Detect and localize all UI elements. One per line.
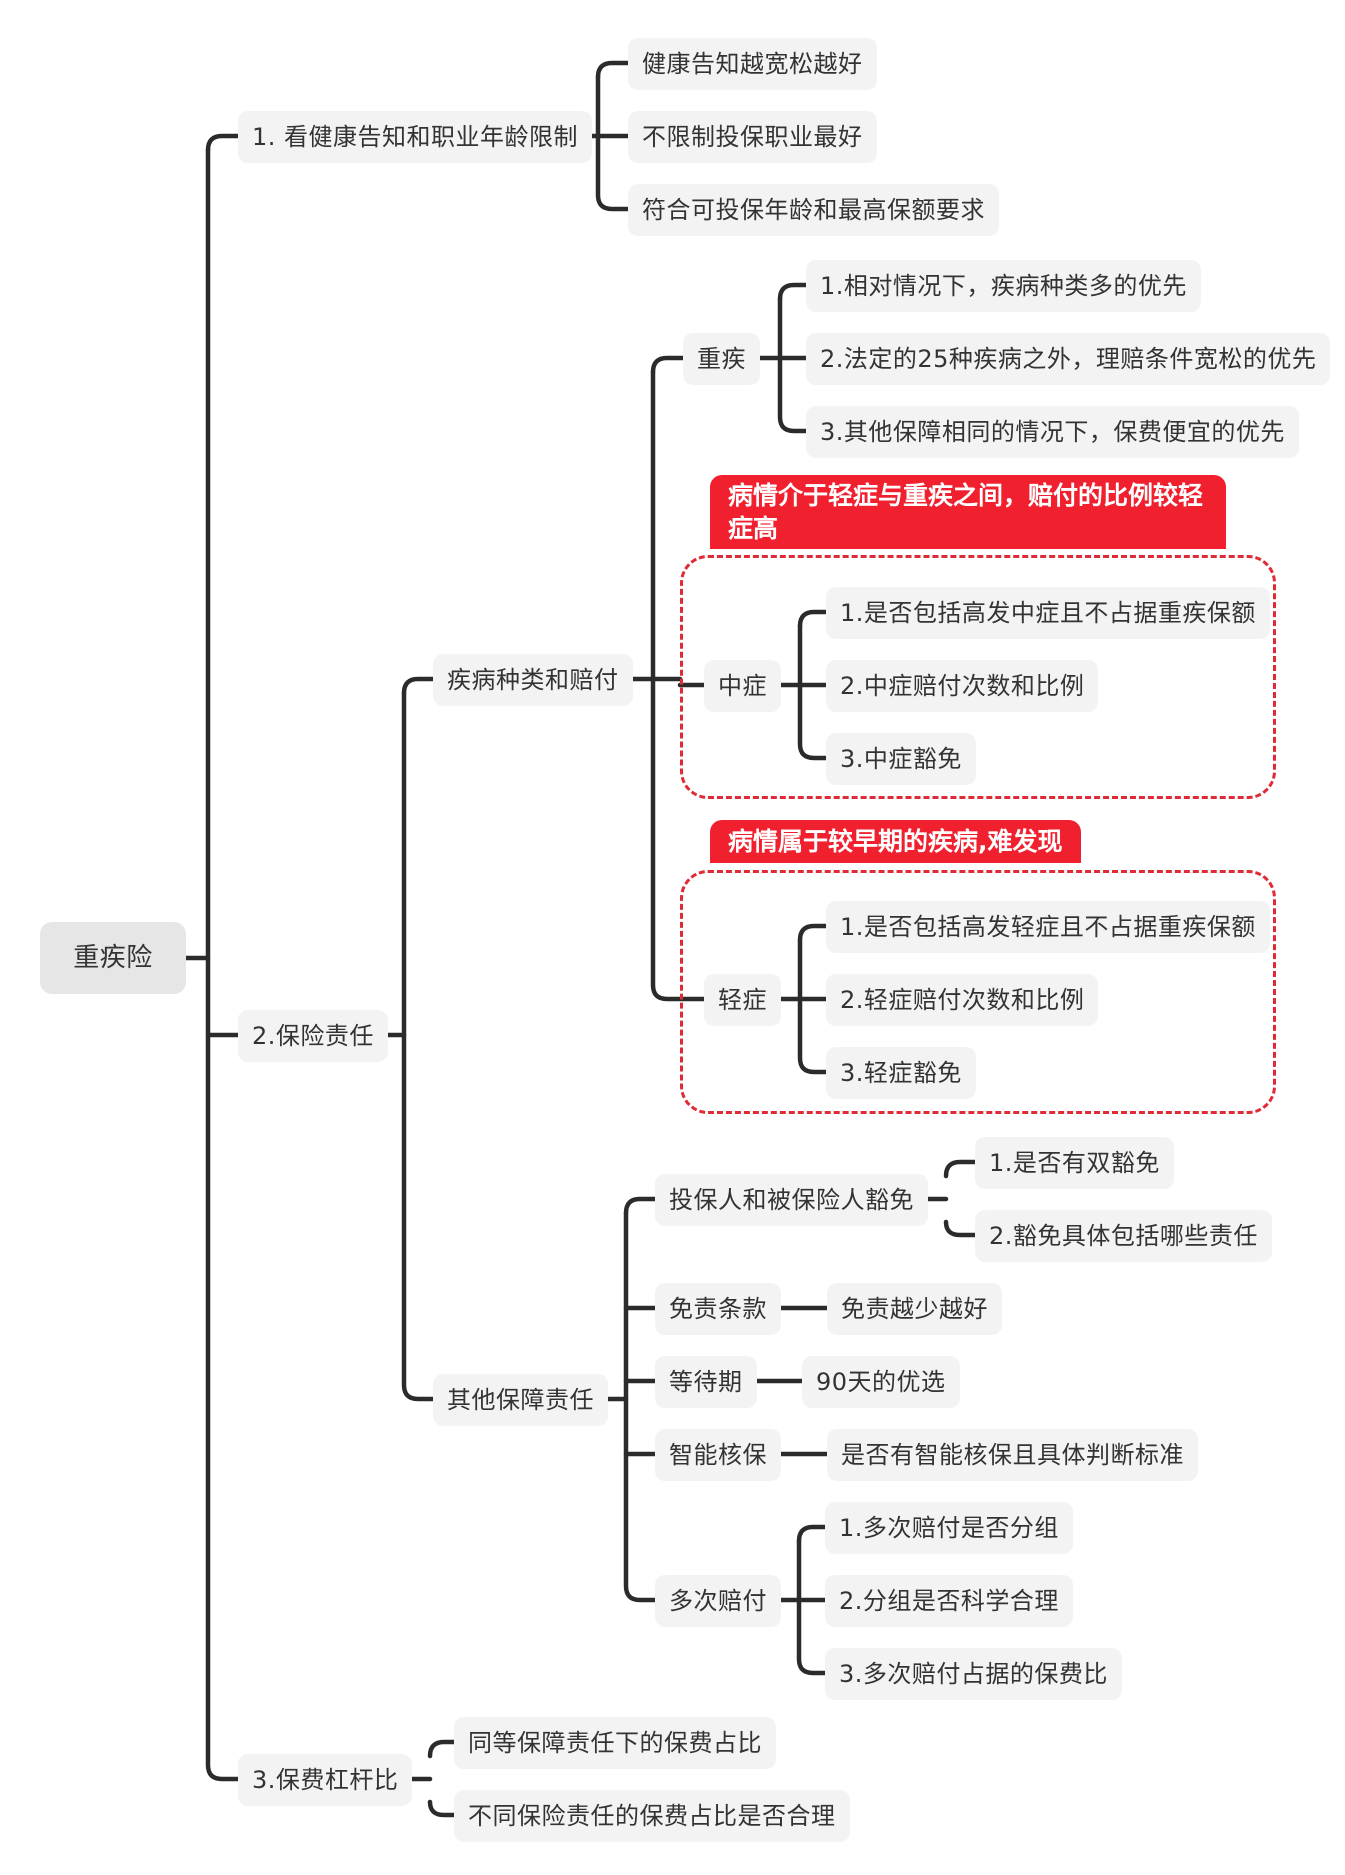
connector-line xyxy=(777,282,809,302)
qingzheng-item-1[interactable]: 1.是否包括高发轻症且不占据重疾保额 xyxy=(826,901,1270,953)
connector-line xyxy=(623,1196,658,1216)
zhongzheng-item-3[interactable]: 3.中症豁免 xyxy=(826,733,976,785)
connector-line xyxy=(943,1159,978,1179)
b3-item-2[interactable]: 不同保险责任的保费占比是否合理 xyxy=(454,1790,850,1842)
connector-line xyxy=(205,147,241,1782)
connector-line xyxy=(623,1210,658,1603)
waiver-item-2[interactable]: 2.豁免具体包括哪些责任 xyxy=(975,1210,1272,1262)
qingzheng-group-box xyxy=(680,870,1276,1114)
exclusion-item[interactable]: 免责越少越好 xyxy=(827,1283,1002,1335)
connector-line xyxy=(595,74,631,212)
smart-underwriting-node[interactable]: 智能核保 xyxy=(655,1429,781,1481)
branch-insurance-liability[interactable]: 2.保险责任 xyxy=(238,1010,388,1062)
connector-line xyxy=(797,623,829,761)
waiver-item-1[interactable]: 1.是否有双豁免 xyxy=(975,1137,1174,1189)
waiting-node[interactable]: 等待期 xyxy=(655,1356,757,1408)
connector-line xyxy=(427,1799,457,1818)
branch-health-notice[interactable]: 1. 看健康告知和职业年龄限制 xyxy=(238,111,593,163)
qingzheng-node[interactable]: 轻症 xyxy=(704,974,781,1026)
zhongji-node[interactable]: 重疾 xyxy=(683,333,760,385)
qingzheng-tag: 病情属于较早期的疾病,难发现 xyxy=(710,820,1081,863)
connector-line xyxy=(401,676,436,696)
b3-item-1[interactable]: 同等保障责任下的保费占比 xyxy=(454,1717,776,1769)
connector-line xyxy=(205,133,241,153)
zhongzheng-group-box xyxy=(680,555,1276,799)
connector-line xyxy=(943,1219,978,1238)
multi-claim-node[interactable]: 多次赔付 xyxy=(655,1575,781,1627)
zhongzheng-item-2[interactable]: 2.中症赔付次数和比例 xyxy=(826,660,1099,712)
zhongzheng-tag: 病情介于轻症与重疾之间，赔付的比例较轻症高 xyxy=(710,475,1226,549)
connector-line xyxy=(650,355,686,375)
waiting-item[interactable]: 90天的优选 xyxy=(802,1356,960,1408)
multi-claim-item-2[interactable]: 2.分组是否科学合理 xyxy=(825,1575,1073,1627)
b1-item-3[interactable]: 符合可投保年龄和最高保额要求 xyxy=(628,184,999,236)
zhongzheng-node[interactable]: 中症 xyxy=(704,660,781,712)
smart-underwriting-item[interactable]: 是否有智能核保且具体判断标准 xyxy=(827,1429,1198,1481)
multi-claim-item-3[interactable]: 3.多次赔付占据的保费比 xyxy=(825,1648,1122,1700)
zhongji-item-1[interactable]: 1.相对情况下，疾病种类多的优先 xyxy=(806,260,1201,312)
connector-line xyxy=(796,1538,828,1676)
connector-line xyxy=(797,923,829,943)
other-liability-node[interactable]: 其他保障责任 xyxy=(433,1374,608,1426)
zhongji-item-2[interactable]: 2.法定的25种疾病之外，理赔条件宽松的优先 xyxy=(806,333,1331,385)
connector-line xyxy=(777,296,809,434)
qingzheng-item-3[interactable]: 3.轻症豁免 xyxy=(826,1047,976,1099)
connector-line xyxy=(650,369,707,1002)
connector-line xyxy=(401,690,436,1402)
connector-line xyxy=(796,1524,828,1544)
connector-line xyxy=(427,1739,457,1759)
connector-line xyxy=(595,60,631,80)
multi-claim-item-1[interactable]: 1.多次赔付是否分组 xyxy=(825,1502,1073,1554)
connector-line xyxy=(797,937,829,1075)
exclusion-node[interactable]: 免责条款 xyxy=(655,1283,781,1335)
b1-item-2[interactable]: 不限制投保职业最好 xyxy=(628,111,877,163)
zhongji-item-3[interactable]: 3.其他保障相同的情况下，保费便宜的优先 xyxy=(806,406,1299,458)
root-node[interactable]: 重疾险 xyxy=(40,922,186,994)
connector-line xyxy=(797,609,829,629)
zhongzheng-item-1[interactable]: 1.是否包括高发中症且不占据重疾保额 xyxy=(826,587,1270,639)
qingzheng-item-2[interactable]: 2.轻症赔付次数和比例 xyxy=(826,974,1099,1026)
waiver-node[interactable]: 投保人和被保险人豁免 xyxy=(655,1174,928,1226)
branch-premium-leverage[interactable]: 3.保费杠杆比 xyxy=(238,1754,413,1806)
b1-item-1[interactable]: 健康告知越宽松越好 xyxy=(628,38,877,90)
disease-types-node[interactable]: 疾病种类和赔付 xyxy=(433,654,633,706)
